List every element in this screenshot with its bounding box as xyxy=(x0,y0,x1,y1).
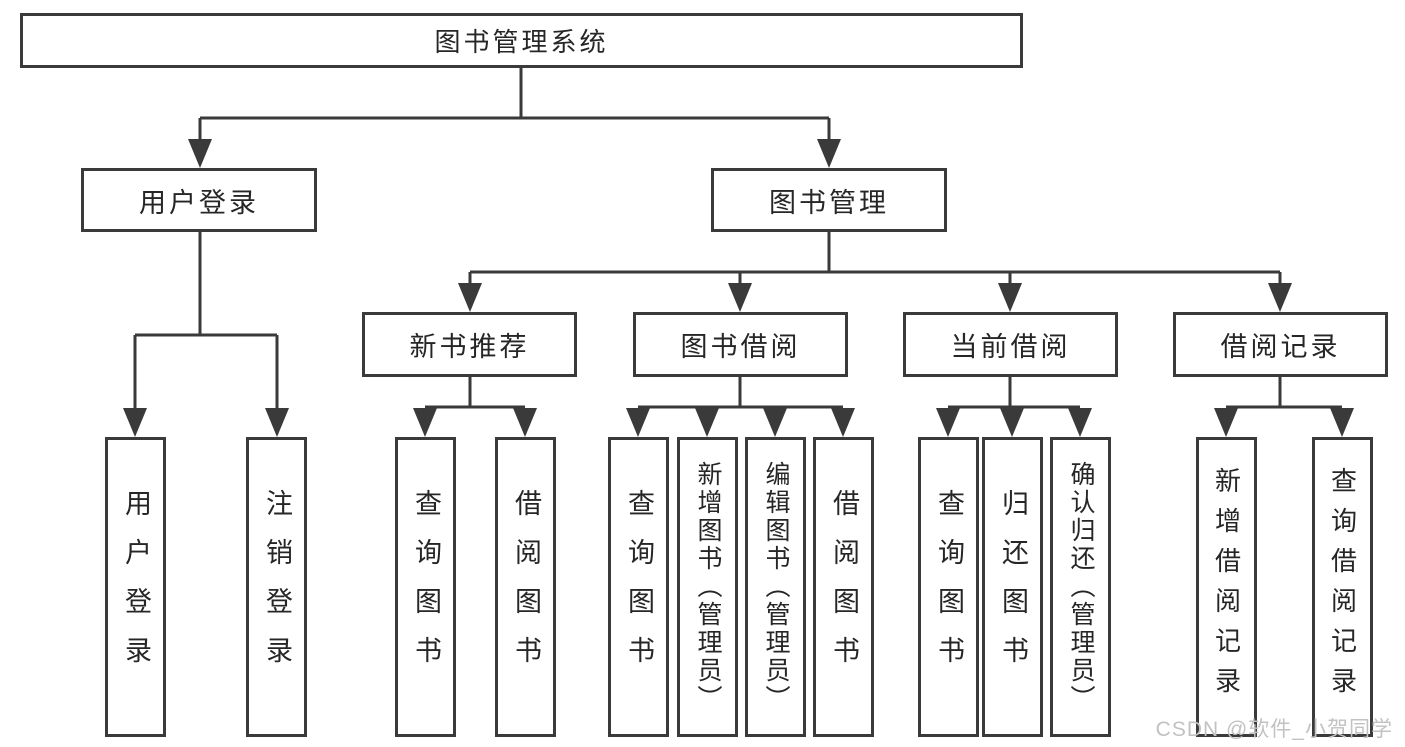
leaf-logout: 注销登录 xyxy=(246,437,307,737)
node-label: 借阅记录 xyxy=(1220,332,1341,362)
leaf-edit-book-admin: 编辑图书（管理员） xyxy=(745,437,806,737)
node-label: 新书推荐 xyxy=(409,332,530,362)
node-label: 图书管理 xyxy=(769,187,889,218)
node-label: 图书借阅 xyxy=(680,332,801,362)
node-current-borrow: 当前借阅 xyxy=(903,312,1118,377)
leaf-label: 注销登录 xyxy=(262,489,292,685)
node-label: 当前借阅 xyxy=(950,332,1071,362)
leaf-add-borrow-record: 新增借阅记录 xyxy=(1196,437,1257,737)
leaf-label: 借阅图书 xyxy=(829,489,859,685)
node-new-book-recommend: 新书推荐 xyxy=(362,312,577,377)
leaf-label: 归还图书 xyxy=(998,489,1028,685)
leaf-label: 用户登录 xyxy=(121,489,151,685)
leaf-label: 新增借阅记录 xyxy=(1211,467,1242,707)
leaf-label: 查询图书 xyxy=(411,489,441,685)
leaf-return-books: 归还图书 xyxy=(982,437,1043,737)
leaf-query-books-borrow: 查询图书 xyxy=(608,437,669,737)
leaf-label: 编辑图书（管理员） xyxy=(762,461,790,713)
leaf-user-login: 用户登录 xyxy=(105,437,166,737)
node-user-login: 用户登录 xyxy=(81,168,317,232)
leaf-label: 借阅图书 xyxy=(511,489,541,685)
leaf-label: 查询图书 xyxy=(624,489,654,685)
leaf-label: 查询图书 xyxy=(934,489,964,685)
leaf-label: 新增图书（管理员） xyxy=(694,461,722,713)
leaf-borrow-books: 借阅图书 xyxy=(813,437,874,737)
node-borrow-records: 借阅记录 xyxy=(1173,312,1388,377)
leaf-query-borrow-record: 查询借阅记录 xyxy=(1312,437,1373,737)
leaf-add-book-admin: 新增图书（管理员） xyxy=(677,437,738,737)
node-label: 图书管理系统 xyxy=(434,27,609,57)
leaf-borrow-books-recommend: 借阅图书 xyxy=(495,437,556,737)
leaf-confirm-return-admin: 确认归还（管理员） xyxy=(1050,437,1111,737)
node-book-borrow: 图书借阅 xyxy=(633,312,848,377)
arrowhead-icons xyxy=(123,139,1354,437)
node-library-system: 图书管理系统 xyxy=(20,13,1023,68)
node-label: 用户登录 xyxy=(139,187,259,218)
node-book-management: 图书管理 xyxy=(711,168,947,232)
leaf-query-books-recommend: 查询图书 xyxy=(395,437,456,737)
leaf-label: 查询借阅记录 xyxy=(1327,467,1358,707)
leaf-label: 确认归还（管理员） xyxy=(1067,461,1095,713)
leaf-query-books-current: 查询图书 xyxy=(918,437,979,737)
watermark-text: CSDN @软件_小贺同学 xyxy=(1155,718,1393,741)
